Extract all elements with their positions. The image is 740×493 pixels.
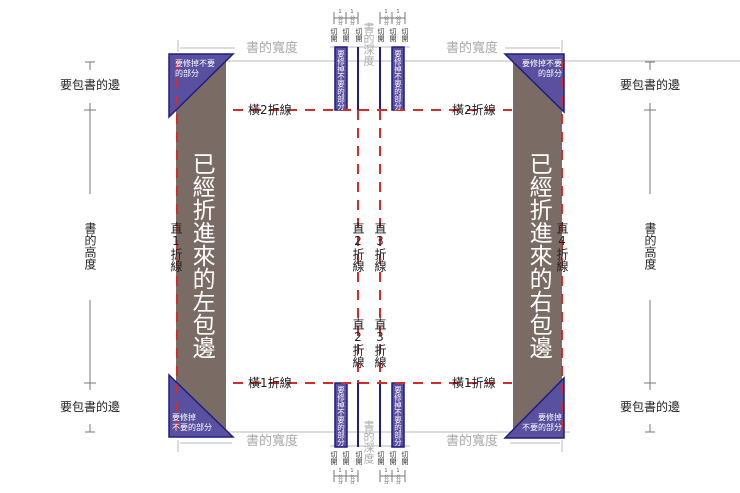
book-depth-label: 書的深度	[362, 22, 375, 66]
book-depth-label: 書的深度	[362, 420, 375, 464]
one-cm-label: 1公分	[395, 468, 401, 484]
trim-label-bottom-left: 要修掉不要的部分	[172, 413, 212, 433]
one-cm-label: 1公分	[383, 468, 389, 484]
one-cm-label: 1公分	[337, 9, 343, 25]
cut-label: 切開	[377, 451, 385, 465]
book-height-label: 書的高度	[643, 222, 657, 270]
left-flap-panel	[176, 56, 226, 434]
horizontal-fold-1-label: 橫1折線	[452, 376, 496, 390]
cut-label: 切開	[342, 451, 350, 465]
vertical-fold-3-label: 直3折線	[373, 318, 387, 368]
cut-label: 切開	[330, 451, 338, 465]
right-flap-label: 已經折進來的右包邊	[525, 152, 552, 359]
trim-triangle-top-left	[168, 53, 235, 119]
trim-triangle-top-right	[503, 53, 565, 114]
right-flap-panel	[513, 56, 562, 434]
cut-label: 切開	[401, 451, 409, 465]
cut-label: 切開	[377, 28, 385, 42]
vertical-fold-4-label: 直4折線	[555, 222, 569, 272]
cut-label: 切開	[355, 451, 363, 465]
cut-label: 切開	[401, 28, 409, 42]
book-width-label: 書的寬度	[446, 434, 499, 449]
one-cm-label: 1公分	[349, 468, 355, 484]
trim-strip-label: 要修掉不要的部分	[336, 50, 346, 110]
horizontal-fold-2-label: 橫2折線	[452, 103, 496, 117]
one-cm-label: 1公分	[349, 9, 355, 25]
cut-width-markers-bottom	[333, 470, 406, 482]
cut-width-markers-top	[333, 12, 406, 24]
vertical-fold-2-label: 直2折線	[351, 222, 365, 272]
wrap-edge-label: 要包書的邊	[60, 78, 121, 92]
right-dimension-line	[644, 61, 656, 433]
trim-strip-label: 要修掉不要的部分	[393, 386, 403, 446]
one-cm-label: 1公分	[337, 468, 343, 484]
wrap-edge-label: 要包書的邊	[620, 400, 681, 414]
cut-label: 切開	[342, 28, 350, 42]
vertical-fold-2-label: 直2折線	[351, 318, 365, 368]
cut-label: 切開	[330, 28, 338, 42]
trim-label-top-right: 要修掉不要的部分	[522, 59, 562, 79]
cut-label: 切開	[389, 451, 397, 465]
one-cm-label: 1公分	[383, 9, 389, 25]
book-width-label: 書的寬度	[246, 434, 299, 449]
trim-label-bottom-right: 要修掉不要的部分	[522, 413, 562, 433]
left-dimension-line	[84, 61, 96, 433]
book-width-label: 書的寬度	[446, 41, 499, 56]
left-flap-label: 已經折進來的左包邊	[188, 152, 215, 359]
horizontal-fold-1-label: 橫1折線	[248, 376, 292, 390]
trim-strip-label: 要修掉不要的部分	[393, 50, 403, 110]
vertical-fold-3-label: 直3折線	[373, 222, 387, 272]
wrap-edge-label: 要包書的邊	[60, 400, 121, 414]
wrap-edge-label: 要包書的邊	[620, 78, 681, 92]
cut-label: 切開	[389, 28, 397, 42]
trim-triangle-bottom-left	[168, 373, 235, 438]
horizontal-fold-2-label: 橫2折線	[248, 103, 292, 117]
book-height-label: 書的高度	[83, 222, 97, 270]
trim-strip-label: 要修掉不要的部分	[336, 386, 346, 446]
one-cm-label: 1公分	[395, 9, 401, 25]
trim-triangle-bottom-right	[503, 376, 565, 439]
book-width-label: 書的寬度	[246, 41, 299, 56]
trim-label-top-left: 要修掉不要的部分	[175, 59, 215, 79]
vertical-fold-1-label: 直1折線	[169, 222, 183, 272]
cut-label: 切開	[355, 28, 363, 42]
